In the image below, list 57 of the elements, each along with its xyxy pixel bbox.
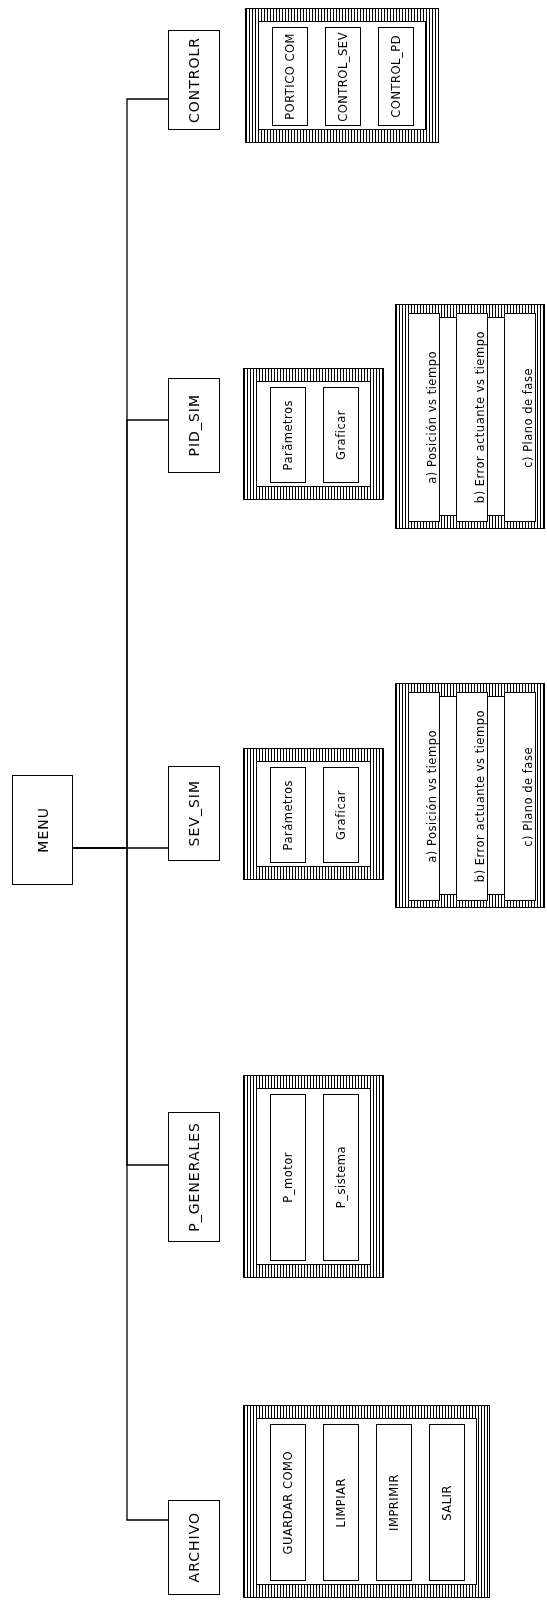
menu-box [12, 775, 73, 885]
submenu-box [504, 313, 536, 522]
menu-box [168, 378, 220, 473]
menu-label: SEV_SIM [186, 780, 202, 847]
submenu-label: Parãmetros [281, 399, 295, 471]
submenu-label: SALIR [440, 1484, 454, 1521]
submenu-label: IMPRIMIR [387, 1474, 401, 1531]
submenu-label: CONTROL_PD [389, 35, 403, 118]
menu-panel [245, 8, 439, 143]
submenu-label: c) Plano de fase [521, 367, 535, 468]
submenu-box [504, 692, 536, 901]
menu-box [168, 766, 220, 861]
menu-label: PID_SIM [186, 394, 202, 457]
submenu-box [323, 767, 359, 863]
submenu-box [456, 313, 488, 522]
submenu-label: Graficar [334, 410, 348, 460]
menu-box [168, 30, 220, 130]
submenu-label: b) Error actuante vs tiempo [473, 710, 487, 883]
submenu-box [378, 27, 414, 126]
menu-label: P_GENERALES [186, 1122, 202, 1232]
submenu-label: Parámetros [281, 779, 295, 851]
menu-panel [395, 683, 545, 908]
menu-box [168, 1500, 220, 1595]
submenu-box [323, 387, 359, 483]
submenu-box [408, 692, 440, 901]
submenu-box [456, 692, 488, 901]
submenu-box [270, 767, 306, 863]
submenu-label: PORTICO COM [283, 33, 297, 120]
submenu-box [429, 1424, 465, 1581]
submenu-label: CONTROL_SEV [336, 31, 350, 122]
menu-box [168, 1112, 220, 1242]
submenu-box [408, 313, 440, 522]
submenu-box [270, 1094, 306, 1261]
submenu-label: Graficar [334, 790, 348, 840]
submenu-label: P_motor [281, 1152, 295, 1203]
menu-label: ARCHIVO [186, 1512, 202, 1583]
submenu-label: GUARDAR COMO [281, 1450, 295, 1555]
menu-panel [243, 748, 384, 880]
submenu-label: P_sistema [334, 1146, 348, 1209]
menu-label: MENU [34, 807, 51, 853]
submenu-label: a) Posición vs tiempo [425, 730, 439, 863]
submenu-box [270, 387, 306, 483]
submenu-box [376, 1424, 412, 1581]
menu-panel [243, 1075, 384, 1278]
submenu-box [325, 27, 361, 126]
submenu-box [323, 1424, 359, 1581]
submenu-label: c) Plano de fase [521, 746, 535, 847]
submenu-label: a) Posición vs tiempo [425, 351, 439, 484]
submenu-box [323, 1094, 359, 1261]
submenu-label: LIMPIAR [334, 1477, 348, 1528]
submenu-box [272, 27, 308, 126]
menu-panel [243, 368, 384, 500]
submenu-box [270, 1424, 306, 1581]
menu-panel [395, 304, 545, 529]
menu-panel [243, 1405, 490, 1598]
submenu-label: b) Error actuante vs tiempo [473, 331, 487, 504]
menu-label: CONTROLR [186, 36, 202, 124]
